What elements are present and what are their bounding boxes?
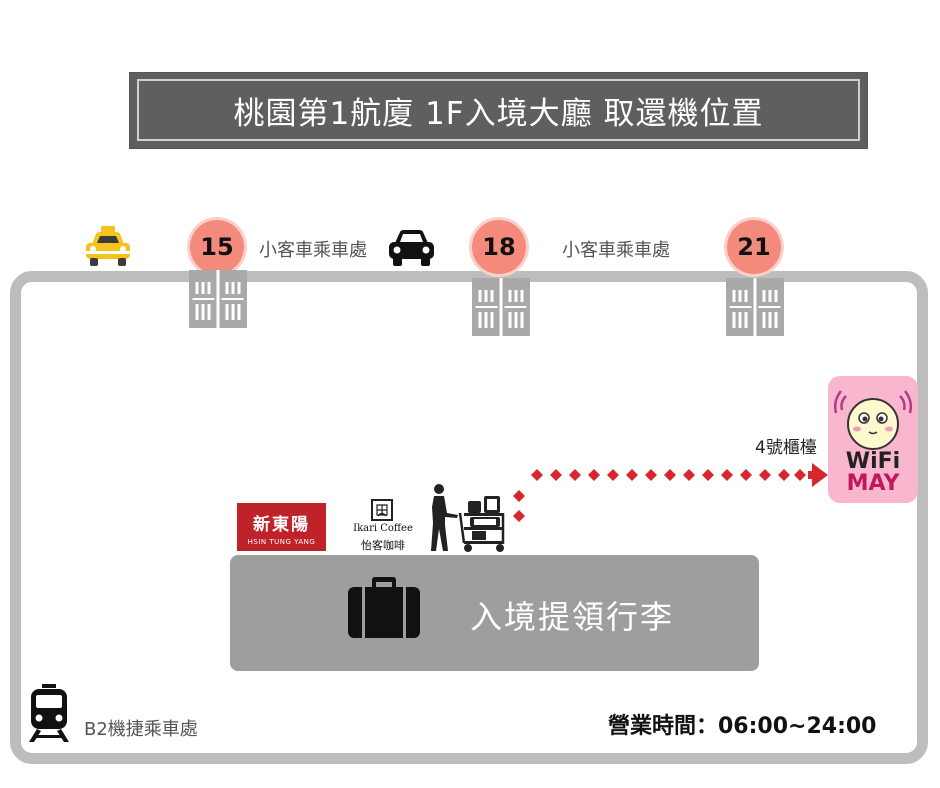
business-hours: 營業時間：06:00~24:00: [608, 714, 877, 739]
ikari-coffee-name-en: Ikari Coffee: [353, 523, 413, 534]
car-icon: [389, 230, 434, 266]
baggage-claim-label: 入境提領行李: [470, 598, 675, 636]
ikari-coffee-logo-icon: [371, 499, 393, 521]
wifi-brand-line2: MAY: [846, 471, 900, 496]
gate-18-door-icon: [472, 278, 530, 336]
terminal-outline: [10, 271, 928, 764]
mrt-pickup-label: B2機捷乘車處: [84, 719, 198, 740]
hsin-tung-yang-name-en: HSIN TUNG YANG: [247, 538, 316, 546]
gate-15-door-icon: [189, 270, 247, 328]
luggage-cart-person-icon: [431, 484, 505, 552]
route-path: [513, 463, 828, 522]
hsin-tung-yang-shop: 新東陽 HSIN TUNG YANG: [237, 503, 326, 551]
wifi-may-mascot-icon: [833, 390, 913, 450]
suitcase-icon: [348, 577, 420, 638]
car-pickup-label-2: 小客車乘車處: [562, 240, 670, 261]
gate-21-marker: 21: [727, 220, 781, 274]
car-pickup-label-1: 小客車乘車處: [259, 240, 367, 261]
title-banner: [129, 72, 868, 149]
train-icon: [29, 684, 69, 742]
hsin-tung-yang-name-cn: 新東陽: [253, 515, 310, 535]
wifi-may-counter: WiFi MAY: [828, 376, 918, 503]
wifi-brand-line1: WiFi: [845, 449, 901, 474]
baggage-claim-area: [230, 555, 759, 671]
gate-15-marker: 15: [190, 220, 244, 274]
ikari-coffee-name-cn: 怡客咖啡: [361, 539, 405, 552]
title-frame: [137, 79, 860, 141]
taxi-icon: [86, 226, 130, 266]
counter-label: 4號櫃檯: [755, 438, 817, 458]
gate-21-door-icon: [726, 278, 784, 336]
page-title: 桃園第1航廈 1F入境大廳 取還機位置: [233, 95, 764, 132]
gate-18-marker: 18: [472, 220, 526, 274]
